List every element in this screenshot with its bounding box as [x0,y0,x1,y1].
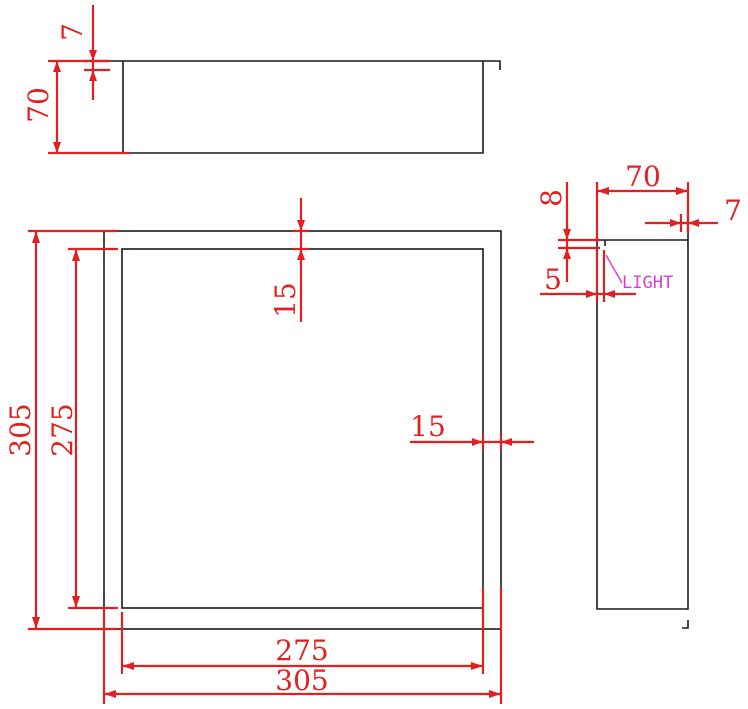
front-top15-label: 15 [269,282,302,318]
side-lip-arrow-2 [563,248,571,259]
side-lip-label: 8 [535,189,568,207]
side-flange-arrow-1 [670,219,681,227]
front-h305-arrow-top [32,231,40,243]
side-gap-label: 5 [544,263,562,296]
top-depth-arrow-2 [53,142,61,153]
side-flange-arrow-2 [688,219,699,227]
front-top15-arrow-2 [297,249,305,260]
front-h305-label: 305 [4,403,37,456]
front-w305-label: 305 [275,664,328,697]
side-lip-arrow-1 [563,229,571,240]
front-h275-arrow-bottom [72,596,80,608]
front-w275-label: 275 [275,634,328,667]
side-view: 70 7 8 5 LIGHT [535,160,742,629]
light-label: LIGHT [622,273,673,293]
top-flange-label: 7 [56,23,89,41]
top-flange-arrow-2 [89,70,97,81]
side-depth-arrow-left [597,187,609,195]
side-gap-arrow-1 [586,290,597,298]
front-h275-arrow-top [72,249,80,261]
top-flange-arrow-1 [89,50,97,61]
front-w275-arrow-right [471,662,483,670]
top-depth-label: 70 [22,87,55,123]
front-w305-arrow-left [104,690,116,698]
side-flange-label: 7 [724,194,742,227]
side-gap-arrow-2 [604,290,615,298]
front-h275-label: 275 [46,403,79,456]
top-view: 7 70 [22,5,501,155]
front-side15-label: 15 [410,410,446,443]
front-view: 305 275 15 15 275 305 [4,198,534,704]
top-view-outline [93,60,501,154]
top-depth-arrow-1 [53,61,61,72]
front-side15-arrow-1 [472,438,483,446]
front-side15-arrow-2 [501,438,512,446]
front-w275-arrow-left [122,662,134,670]
side-depth-label: 70 [625,160,661,193]
front-h305-arrow-bottom [32,617,40,629]
front-top15-arrow-1 [297,220,305,231]
light-leader-line [605,254,623,284]
side-depth-arrow-right [676,187,688,195]
front-w305-arrow-right [489,690,501,698]
side-view-outline [596,233,689,629]
